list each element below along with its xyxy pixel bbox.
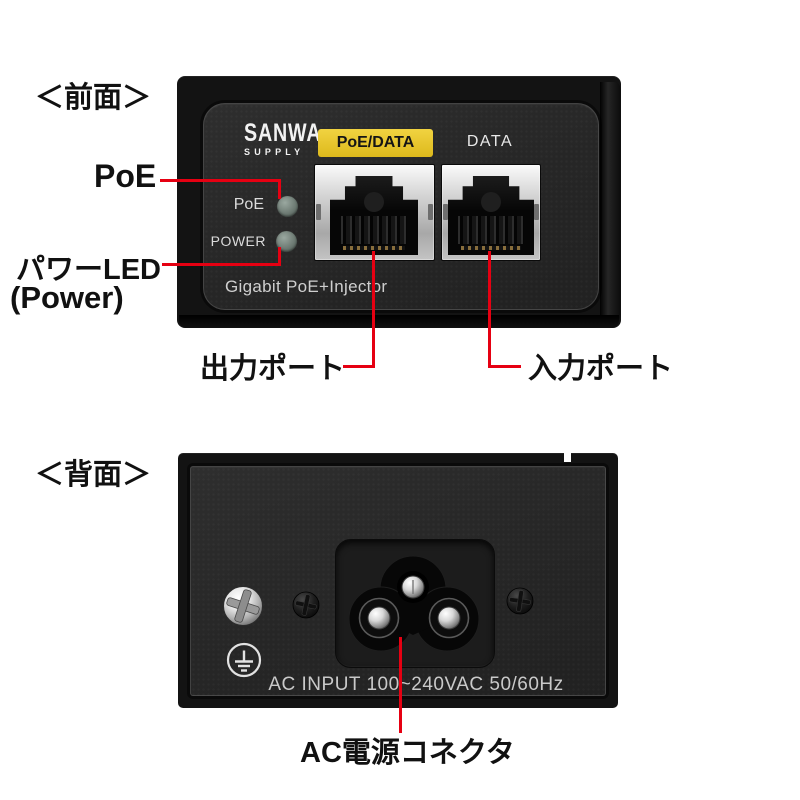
rj45-jack-opening <box>330 176 418 255</box>
poe-led-indicator <box>277 196 298 217</box>
callout-power-led-line2: (Power) <box>10 280 124 315</box>
leader-line-ac-connector <box>399 637 402 733</box>
callout-power-led-line1: パワーLED <box>16 254 162 286</box>
ac-inlet-connector[interactable] <box>343 549 493 664</box>
brand-logo: SANWA SUPPLY <box>244 118 338 157</box>
front-faceplate: SANWA SUPPLY PoE/DATA DATA <box>203 103 599 310</box>
jack-contacts <box>343 245 405 251</box>
callout-input-port: 入力ポート <box>528 353 674 385</box>
data-port-label: DATA <box>466 133 514 150</box>
front-view-heading: ＜前面＞ <box>35 82 152 114</box>
case-screw-icon <box>506 587 534 615</box>
jack-contacts <box>460 245 522 251</box>
jack-hole <box>481 192 501 212</box>
callout-output-port: 出力ポート <box>200 353 346 385</box>
back-view-heading: ＜背面＞ <box>35 459 152 491</box>
jack-hole <box>364 192 384 212</box>
earth-ground-icon <box>226 642 262 678</box>
poe-led-label: PoE <box>233 196 264 213</box>
leader-line-output-port <box>372 251 375 368</box>
callout-ac-connector: AC電源コネクタ <box>300 737 515 769</box>
rj45-port-data[interactable] <box>441 164 541 261</box>
ac-rating-text: AC INPUT 100~240VAC 50/60Hz <box>268 674 564 695</box>
bezel-notch <box>428 204 433 220</box>
jack-pins <box>458 215 524 244</box>
back-panel-device: AC INPUT 100~240VAC 50/60Hz <box>178 453 618 708</box>
leader-line-input-port <box>488 251 491 368</box>
back-faceplate: AC INPUT 100~240VAC 50/60Hz <box>190 466 606 696</box>
ground-screw-icon <box>223 586 263 626</box>
brand-name: SANWA <box>244 118 322 148</box>
power-led-label: POWER <box>210 233 266 249</box>
leader-line-input-port <box>488 365 521 368</box>
bezel-notch <box>316 204 321 220</box>
bezel-notch <box>443 204 448 220</box>
power-led-indicator <box>276 231 297 252</box>
leader-line-poe <box>160 179 281 182</box>
front-panel-device: SANWA SUPPLY PoE/DATA DATA <box>177 76 621 328</box>
device-bottom-edge <box>179 315 619 328</box>
leader-line-output-port <box>343 365 375 368</box>
rj45-jack-opening <box>448 176 534 255</box>
leader-line-poe <box>278 179 281 199</box>
brand-subname: SUPPLY <box>244 147 305 157</box>
panel-notch <box>564 453 571 462</box>
poe-data-port-label: PoE/DATA <box>318 129 433 157</box>
leader-line-power <box>162 263 281 266</box>
leader-line-power <box>278 247 281 266</box>
bezel-notch <box>534 204 539 220</box>
callout-poe-led: PoE <box>94 158 157 194</box>
rj45-port-poe-data[interactable] <box>314 164 435 261</box>
model-name-text: Gigabit PoE+Injector <box>225 277 388 296</box>
device-side-face <box>600 82 621 322</box>
case-screw-icon <box>292 591 320 619</box>
jack-pins <box>340 215 408 244</box>
